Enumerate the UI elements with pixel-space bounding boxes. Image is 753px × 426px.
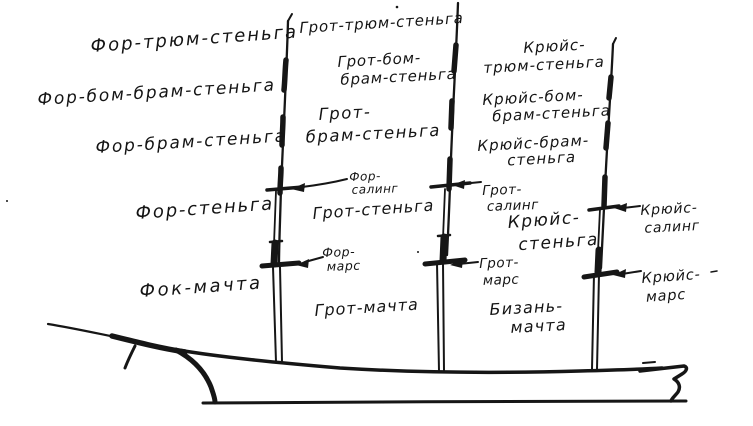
foremast-heel-block	[270, 239, 279, 268]
bow-stem	[173, 347, 218, 405]
mainmast-doubling-1	[451, 42, 459, 74]
label-kruys-bom-bram-stenga: Крюйс-бом- брам-стеньга	[481, 85, 612, 126]
sheer-line	[176, 348, 664, 374]
mainmast-lower-right	[442, 262, 445, 372]
pointer-arrows	[291, 178, 642, 278]
mainmast-heel-block	[439, 233, 448, 265]
mizzen-lower-right	[596, 273, 600, 370]
label-grot-bram-stenga: Грот- брам-стеньга	[305, 102, 442, 147]
label-kruys-trum-stenga: Крюйс- трюм-стеньга	[482, 35, 606, 77]
ink-specks	[6, 5, 718, 273]
mizzen-mars-crossbar	[581, 269, 620, 280]
mainmast-mars-crossbar	[422, 257, 468, 267]
mizzen-saling-crossbar	[587, 204, 621, 212]
label-kruys-saling: Крюйс- салинг	[640, 200, 701, 237]
keel-line	[201, 399, 688, 405]
label-kruys-stenga: Крюйс- стеньга	[507, 207, 600, 256]
stern-curl	[638, 364, 689, 403]
mizzen-heel-block	[594, 246, 603, 276]
mainmast-lower-left	[436, 262, 440, 372]
label-bizan-machta: Бизань- мачта	[489, 296, 568, 337]
martingale	[123, 344, 137, 370]
for-mars-arrow	[296, 256, 324, 268]
foremast-top-tick	[287, 13, 293, 22]
stern-tick	[642, 361, 656, 364]
for-saling-arrow	[291, 178, 348, 192]
grot-saling-arrow	[452, 180, 482, 189]
label-kruys-mars: Крюйс- марс	[641, 266, 702, 306]
mizzen-doubling-1	[606, 74, 614, 101]
mizzen-doubling-2	[603, 120, 611, 151]
foremast-doubling-3	[277, 165, 284, 196]
kruys-saling-arrow	[614, 203, 641, 212]
foremast-stenga-parallel	[273, 190, 277, 245]
foremast-lower-right	[279, 266, 283, 363]
foremast-lower-left	[272, 266, 277, 363]
label-for-mars: Фор- марс	[321, 243, 361, 274]
foremast	[259, 13, 305, 363]
label-for-saling: Фор- салинг	[348, 168, 399, 197]
label-kruys-bram-stenga: Крюйс-брам- стеньга	[476, 131, 590, 170]
mizzen-mast	[581, 37, 621, 370]
foremast-doubling-2	[279, 114, 286, 148]
label-grot-mars: Грот- марс	[479, 254, 520, 289]
mizzen-doubling-3	[601, 174, 608, 209]
mizzen-lower-left	[591, 273, 595, 370]
hull-and-bowsprit	[46, 322, 689, 405]
foremast-mars-crossbar	[259, 260, 302, 269]
kruys-mars-arrow	[613, 269, 642, 278]
label-grot-bom-bram-stenga: Грот-бом- брам-стеньга	[337, 48, 457, 89]
mainmast-doubling-2	[448, 98, 455, 131]
mainmast	[422, 1, 472, 372]
mizzen-top-tick	[612, 37, 617, 45]
mainmast-stenga-parallel	[442, 188, 446, 239]
foremast-doubling-1	[281, 57, 289, 93]
grot-mars-arrow	[450, 259, 479, 268]
mizzen-stenga-parallel	[597, 208, 601, 252]
